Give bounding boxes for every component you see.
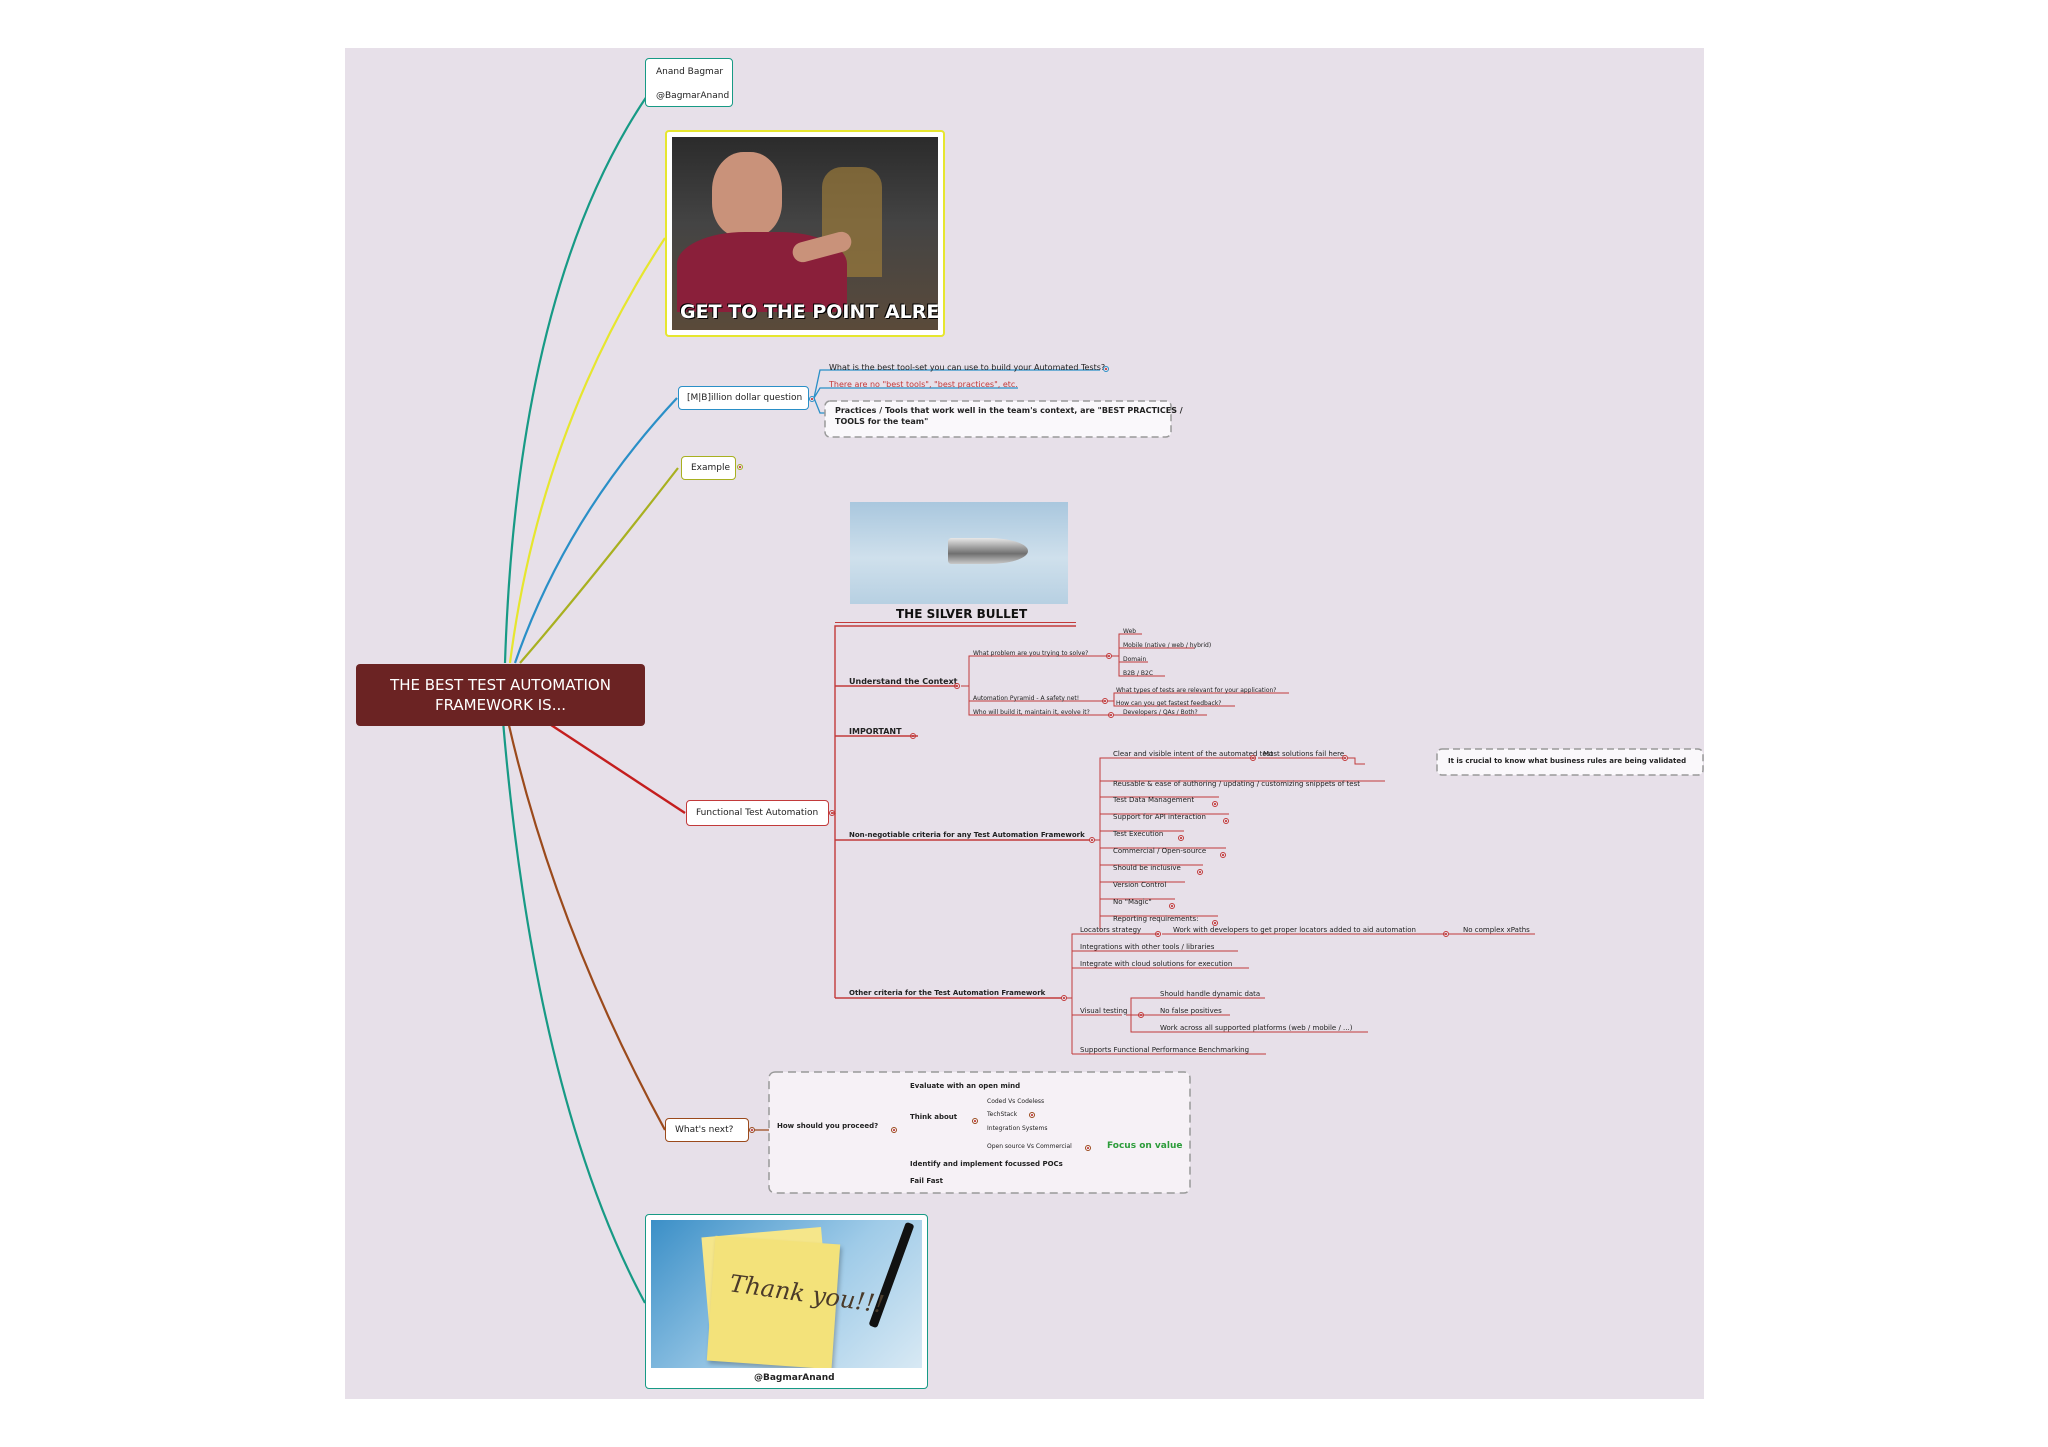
billion-q3-line1: Practices / Tools that work well in the … xyxy=(835,407,1183,415)
expand-icon[interactable] xyxy=(1029,1112,1035,1118)
collapse-icon[interactable] xyxy=(1089,837,1095,843)
thank-you-box: Thank you!!! @BagmarAnand xyxy=(645,1214,928,1389)
other-item: Locators strategy xyxy=(1080,927,1141,934)
collapse-icon[interactable] xyxy=(1155,931,1161,937)
visual-item: Should handle dynamic data xyxy=(1160,991,1260,998)
meme-image: GET TO THE POINT ALREADY! xyxy=(665,130,945,337)
collapse-icon[interactable] xyxy=(1106,653,1112,659)
billion-question-node[interactable]: [M|B]illion dollar question xyxy=(678,386,809,410)
expand-icon[interactable] xyxy=(1197,869,1203,875)
billion-q1: What is the best tool-set you can use to… xyxy=(829,364,1105,372)
no-xpaths: No complex xPaths xyxy=(1463,927,1530,934)
central-topic[interactable]: THE BEST TEST AUTOMATION FRAMEWORK IS... xyxy=(356,664,645,726)
billion-q2: There are no "best tools", "best practic… xyxy=(829,381,1018,389)
billion-q3-line2: TOOLS for the team" xyxy=(835,418,928,426)
locator-detail: Work with developers to get proper locat… xyxy=(1173,927,1416,934)
problem-item: Web xyxy=(1123,629,1136,635)
problem-item: B2B / B2C xyxy=(1123,671,1153,677)
collapse-icon[interactable] xyxy=(1085,1145,1091,1151)
collapse-icon[interactable] xyxy=(1342,755,1348,761)
think-item: TechStack xyxy=(987,1112,1017,1118)
collapse-icon[interactable] xyxy=(1443,931,1449,937)
billion-question-label: [M|B]illion dollar question xyxy=(687,394,802,403)
context-who: Who will build it, maintain it, evolve i… xyxy=(973,710,1090,716)
nonneg-crucial: It is crucial to know what business rule… xyxy=(1448,758,1686,765)
other-item: Visual testing xyxy=(1080,1008,1127,1015)
silver-bullet-image xyxy=(850,502,1068,604)
important-label: IMPORTANT xyxy=(849,728,902,736)
functional-test-automation-node[interactable]: Functional Test Automation xyxy=(686,800,829,826)
nonneg-item: No "Magic" xyxy=(1113,899,1152,906)
next-item: Identify and implement focussed POCs xyxy=(910,1161,1063,1168)
whats-next-node[interactable]: What's next? xyxy=(665,1118,749,1142)
problem-item: Domain xyxy=(1123,657,1146,663)
expand-icon[interactable] xyxy=(737,464,743,470)
collapse-icon[interactable] xyxy=(972,1118,978,1124)
meme-caption: GET TO THE POINT ALREADY! xyxy=(680,303,938,322)
next-item: Fail Fast xyxy=(910,1178,943,1185)
expand-icon[interactable] xyxy=(1103,366,1109,372)
author-handle: @BagmarAnand xyxy=(656,92,729,101)
collapse-icon[interactable] xyxy=(749,1127,755,1133)
context-who-answer: Developers / QAs / Both? xyxy=(1123,710,1198,716)
think-item: Open source Vs Commercial xyxy=(987,1144,1072,1150)
collapse-icon[interactable] xyxy=(1138,1012,1144,1018)
nonneg-item: Reporting requirements: xyxy=(1113,916,1198,923)
mindmap-canvas: THE BEST TEST AUTOMATION FRAMEWORK IS...… xyxy=(345,48,1704,1399)
visual-item: No false positives xyxy=(1160,1008,1222,1015)
collapse-icon[interactable] xyxy=(891,1127,897,1133)
other-item: Integrate with cloud solutions for execu… xyxy=(1080,961,1232,968)
visual-item: Work across all supported platforms (web… xyxy=(1160,1025,1352,1032)
nonneg-item: Reusable & ease of authoring / updating … xyxy=(1113,781,1360,788)
expand-icon[interactable] xyxy=(910,733,916,739)
nonneg-item: Test Data Management xyxy=(1113,797,1194,804)
think-item: Coded Vs Codeless xyxy=(987,1099,1044,1105)
example-node[interactable]: Example xyxy=(681,456,736,480)
next-item: Evaluate with an open mind xyxy=(910,1083,1020,1090)
central-topic-label: THE BEST TEST AUTOMATION FRAMEWORK IS... xyxy=(376,675,625,715)
pyramid-item: How can you get fastest feedback? xyxy=(1116,701,1221,707)
collapse-icon[interactable] xyxy=(809,396,815,402)
context-pyramid: Automation Pyramid - A safety net! xyxy=(973,696,1079,702)
whats-next-label: What's next? xyxy=(675,1126,733,1135)
expand-icon[interactable] xyxy=(1212,801,1218,807)
thank-you-image: Thank you!!! xyxy=(651,1220,922,1368)
silver-bullet-caption: THE SILVER BULLET xyxy=(896,608,1027,620)
other-label: Other criteria for the Test Automation F… xyxy=(849,990,1045,997)
problem-item: Mobile (native / web / hybrid) xyxy=(1123,643,1211,649)
next-item: Think about xyxy=(910,1114,957,1121)
focus-on-value: Focus on value xyxy=(1107,1142,1182,1151)
collapse-icon[interactable] xyxy=(1102,698,1108,704)
author-name: Anand Bagmar xyxy=(656,68,723,77)
other-item: Integrations with other tools / librarie… xyxy=(1080,944,1214,951)
context-label: Understand the Context xyxy=(849,678,958,686)
nonneg-label: Non-negotiable criteria for any Test Aut… xyxy=(849,832,1085,839)
expand-icon[interactable] xyxy=(1220,852,1226,858)
collapse-icon[interactable] xyxy=(1108,712,1114,718)
how-proceed: How should you proceed? xyxy=(777,1123,878,1130)
nonneg-item: Version Control xyxy=(1113,882,1166,889)
think-item: Integration Systems xyxy=(987,1126,1047,1132)
functional-label: Functional Test Automation xyxy=(696,809,818,818)
expand-icon[interactable] xyxy=(1178,835,1184,841)
nonneg-fail: Most solutions fail here xyxy=(1263,751,1344,758)
collapse-icon[interactable] xyxy=(1250,755,1256,761)
collapse-icon[interactable] xyxy=(954,683,960,689)
thank-you-handle: @BagmarAnand xyxy=(754,1374,835,1383)
nonneg-item: Should be inclusive xyxy=(1113,865,1181,872)
nonneg-item: Commercial / Open-source xyxy=(1113,848,1206,855)
expand-icon[interactable] xyxy=(1223,818,1229,824)
example-label: Example xyxy=(691,464,730,473)
nonneg-item: Support for API interaction xyxy=(1113,814,1206,821)
pyramid-item: What types of tests are relevant for you… xyxy=(1116,688,1276,694)
other-item: Supports Functional Performance Benchmar… xyxy=(1080,1047,1249,1054)
collapse-icon[interactable] xyxy=(829,810,835,816)
context-problem: What problem are you trying to solve? xyxy=(973,651,1088,657)
nonneg-item: Test Execution xyxy=(1113,831,1163,838)
expand-icon[interactable] xyxy=(1169,903,1175,909)
author-box[interactable]: Anand Bagmar @BagmarAnand xyxy=(645,58,733,107)
collapse-icon[interactable] xyxy=(1061,995,1067,1001)
